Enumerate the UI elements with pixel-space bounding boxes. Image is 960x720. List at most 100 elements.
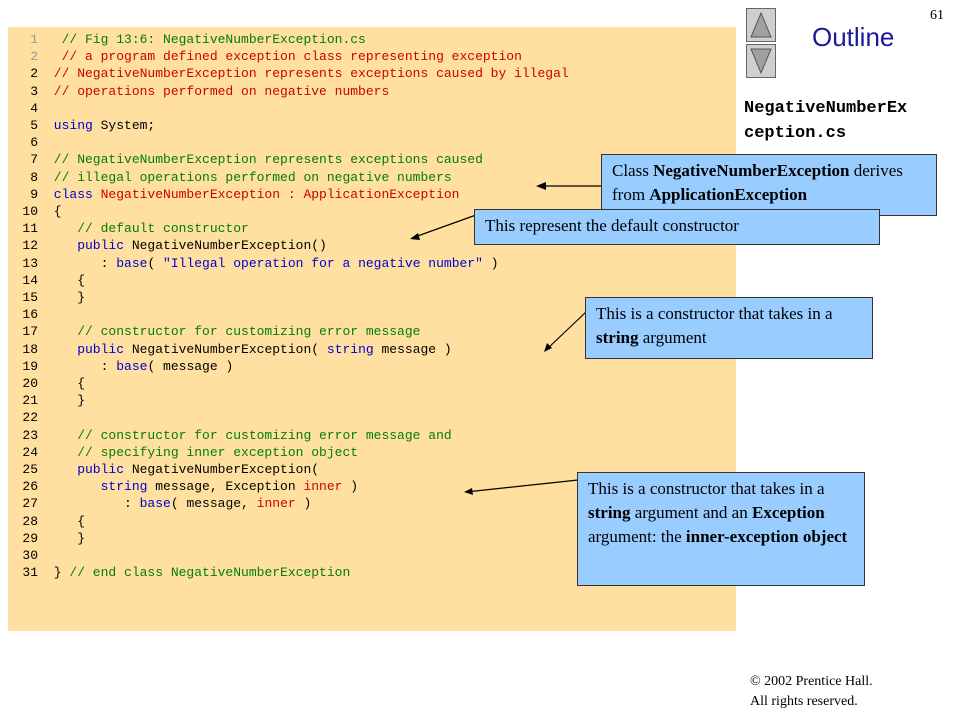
code-token: // specifying inner exception object — [46, 444, 359, 460]
line-number: 21 — [22, 393, 38, 409]
callout-text: ApplicationException — [649, 185, 808, 204]
triangle-up-icon — [750, 11, 772, 38]
code-token: base — [116, 358, 148, 374]
code-line: 22 — [8, 409, 46, 426]
line-number: 28 — [22, 513, 38, 529]
code-line: 7 // NegativeNumberException represents … — [8, 151, 483, 168]
code-line: 20 { — [8, 375, 85, 392]
callout-text: string — [588, 503, 631, 522]
file-name-line-2: ception.cs — [744, 124, 847, 143]
file-name: NegativeNumberEx ception.cs — [744, 96, 954, 146]
code-token: System; — [100, 118, 156, 133]
code-token: : — [46, 358, 117, 374]
previous-slide-button[interactable] — [746, 8, 776, 42]
code-line: 30 — [8, 547, 46, 564]
code-line: 14 { — [8, 272, 85, 289]
code-token: { — [46, 272, 86, 288]
line-number: 7 — [30, 152, 38, 168]
code-line: 2 // NegativeNumberException represents … — [8, 65, 569, 82]
line-number: 16 — [22, 307, 38, 323]
triangle-down-icon — [750, 48, 772, 75]
code-token: ( message, — [170, 496, 257, 512]
code-token: inner — [303, 479, 343, 495]
callout-default-constructor: This represent the default constructor — [474, 209, 880, 245]
file-name-line-1: NegativeNumberEx — [744, 99, 908, 118]
code-token: message ) — [381, 341, 452, 357]
code-token: "Illegal operation for a negative number… — [163, 255, 483, 271]
code-line: 18 public NegativeNumberException( strin… — [8, 341, 452, 358]
callout-text: This represent the default constructor — [485, 216, 739, 235]
callout-inner-constructor: This is a constructor that takes in a st… — [577, 472, 865, 586]
callout-text: argument: the — [588, 527, 686, 546]
line-number: 3 — [30, 83, 38, 99]
callout-text: This is a constructor that takes in a — [588, 479, 825, 498]
line-number: 8 — [30, 169, 38, 185]
code-token: // default constructor — [46, 221, 249, 237]
code-token: public — [46, 341, 132, 357]
code-token: base — [139, 496, 171, 512]
line-number: 25 — [22, 462, 38, 477]
code-token: // constructor for customizing error mes… — [46, 427, 452, 443]
line-number: 26 — [22, 479, 38, 495]
code-token: // end class NegativeNumberException — [69, 565, 351, 581]
page-number: 61 — [930, 8, 944, 23]
arrow-inner — [465, 479, 579, 493]
code-line: 6 — [8, 134, 46, 151]
line-number: 6 — [30, 135, 38, 151]
code-token: { — [46, 376, 86, 391]
line-number: 29 — [22, 530, 38, 546]
callout-text: argument and an — [630, 503, 752, 522]
line-number: 9 — [30, 186, 38, 202]
code-line: 24 // specifying inner exception object — [8, 444, 358, 461]
code-token: // illegal operations performed on negat… — [46, 169, 452, 185]
code-token: } — [46, 565, 70, 581]
line-number: 20 — [22, 376, 38, 391]
code-token: : — [46, 255, 117, 271]
code-line: 15 } — [8, 289, 85, 306]
line-number: 13 — [22, 255, 38, 271]
code-line: 31 } // end class NegativeNumberExceptio… — [8, 564, 350, 581]
code-line: 4 — [8, 100, 46, 117]
code-token: } — [46, 393, 86, 409]
line-number: 17 — [22, 324, 38, 340]
code-token: ) — [295, 496, 312, 512]
code-line: 8 // illegal operations performed on neg… — [8, 169, 452, 186]
code-line: 16 — [8, 306, 46, 323]
code-token: public — [46, 238, 132, 254]
callout-string-constructor: This is a constructor that takes in a st… — [585, 297, 873, 359]
line-number: 19 — [22, 358, 38, 374]
code-token: } — [46, 530, 86, 546]
copyright: © 2002 Prentice Hall. All rights reserve… — [750, 672, 873, 712]
line-number: 27 — [22, 496, 38, 512]
code-token: message, Exception — [155, 479, 304, 495]
code-token: // NegativeNumberException represents ex… — [46, 152, 483, 168]
code-token: // NegativeNumberException represents ex… — [46, 66, 569, 82]
code-token: : — [46, 496, 140, 512]
line-number: 30 — [22, 548, 38, 563]
line-number: 22 — [22, 410, 38, 426]
callout-text: NegativeNumberException — [653, 161, 850, 180]
line-number: 31 — [22, 565, 38, 581]
code-token: NegativeNumberException( — [131, 462, 320, 477]
code-token: NegativeNumberException( — [131, 341, 327, 357]
callout-class: Class NegativeNumberException derives fr… — [601, 154, 937, 216]
callout-text: inner-exception object — [685, 527, 848, 546]
line-number: 14 — [22, 272, 38, 288]
code-token: class — [46, 186, 101, 202]
code-token: // Fig 13:6: NegativeNumberException.cs — [46, 32, 366, 47]
code-line: 23 // constructor for customizing error … — [8, 427, 452, 444]
arrow-default — [411, 214, 477, 239]
copyright-line-1: © 2002 Prentice Hall. — [750, 674, 873, 689]
code-token: // constructor for customizing error mes… — [46, 324, 421, 340]
code-line: 10 { — [8, 203, 61, 220]
code-token: ) — [342, 479, 359, 495]
code-token: NegativeNumberException() — [131, 238, 327, 254]
callout-text: Class — [612, 161, 654, 180]
code-token: } — [46, 290, 86, 305]
next-slide-button[interactable] — [746, 44, 776, 78]
code-token: ( — [147, 255, 164, 271]
code-line: 19 : base( message ) — [8, 358, 233, 375]
arrow-string — [545, 311, 587, 351]
callout-text: derives from — [612, 161, 903, 204]
